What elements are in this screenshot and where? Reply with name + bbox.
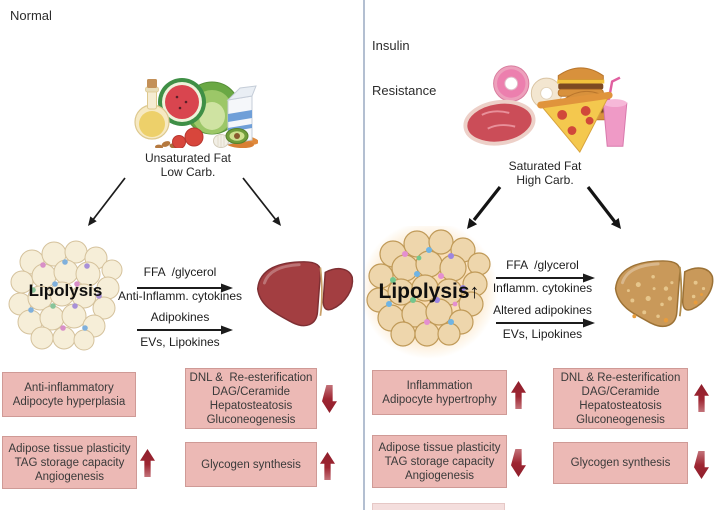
right-signal-cytokines: Inflamm. cytokines: [492, 281, 593, 295]
left-signal-adipokines: Adipokines: [150, 310, 210, 324]
right-box-adipose-outcome: Inflammation Adipocyte hypertrophy: [372, 370, 507, 415]
right-box-plasticity: Adipose tissue plasticity TAG storage ca…: [372, 435, 507, 488]
right-signal-adipokines: Altered adipokines: [493, 303, 592, 317]
change-indicator-arrow: [320, 452, 335, 480]
lipolysis-text: Lipolysis: [378, 280, 470, 303]
box-line: DAG/Ceramide: [581, 385, 660, 398]
box-line: Gluconeogenesis: [206, 413, 296, 426]
left-box-adipose-outcome: Anti-inflammatory Adipocyte hyperplasia: [2, 372, 136, 417]
change-indicator-arrow: [511, 381, 526, 409]
right-food-caption-line2: High Carb.: [516, 173, 574, 187]
right-signal-arrow-1: [496, 273, 595, 283]
panel-divider: [363, 0, 365, 510]
lipolysis-text: Lipolysis: [28, 281, 103, 300]
box-line: TAG storage capacity: [384, 455, 495, 468]
change-indicator-arrow: [140, 449, 155, 477]
right-lipolysis-label: Lipolysis↑: [368, 280, 490, 304]
box-line: Adipose tissue plasticity: [8, 442, 131, 455]
left-food-caption: Unsaturated Fat Low Carb.: [118, 151, 258, 179]
right-signal-arrow-2: [496, 318, 595, 328]
right-box-liver-outcome: DNL & Re-esterification DAG/Ceramide Hep…: [553, 368, 688, 429]
adipose-tissue-illustration: [8, 240, 123, 351]
box-line: Inflammation: [406, 379, 473, 392]
left-lipolysis-label: Lipolysis: [8, 281, 123, 301]
box-line: DNL & Re-esterification: [189, 371, 313, 384]
left-signal-arrow-2: [137, 325, 233, 335]
box-line: DNL & Re-esterification: [560, 371, 681, 384]
box-line: Adipocyte hyperplasia: [12, 395, 126, 408]
right-signal-evs: EVs, Lipokines: [502, 327, 583, 341]
box-line: Angiogenesis: [404, 469, 475, 482]
box-line: Glycogen synthesis: [570, 457, 671, 469]
box-line: Hepatosteatosis: [209, 399, 293, 412]
fatty-liver-illustration: [614, 260, 714, 327]
right-box-glycogen: Glycogen synthesis: [553, 442, 688, 484]
box-line: DAG/Ceramide: [212, 385, 290, 398]
box-line: Hepatosteatosis: [579, 399, 662, 412]
left-signal-cytokines: Anti-Inflamm. cytokines: [117, 289, 243, 303]
right-food-caption-line1: Saturated Fat: [508, 159, 582, 173]
left-signal-arrow-1: [137, 283, 233, 293]
left-box-plasticity: Adipose tissue plasticity TAG storage ca…: [2, 436, 137, 489]
box-line: Anti-inflammatory: [24, 381, 114, 394]
left-signal-evs: EVs, Lipokines: [140, 335, 220, 349]
left-branch-arrows: [88, 177, 281, 226]
junk-food-illustration: [463, 65, 628, 153]
box-line: TAG storage capacity: [14, 456, 125, 469]
change-indicator-arrow: [322, 385, 337, 413]
lipolysis-up-arrow: ↑: [469, 281, 480, 303]
right-title-line2: Resistance: [372, 83, 437, 98]
inflamed-adipose-tissue-illustration: [363, 226, 498, 359]
change-indicator-arrow: [511, 449, 526, 477]
healthy-food-illustration: [134, 78, 258, 148]
box-line: Adipocyte hypertrophy: [382, 393, 497, 406]
change-indicator-arrow: [694, 384, 709, 412]
box-line: Angiogenesis: [34, 470, 105, 483]
box-line: Adipose tissue plasticity: [378, 441, 501, 454]
change-indicator-arrow: [694, 451, 709, 479]
right-food-caption: Saturated Fat High Carb.: [470, 159, 620, 187]
left-panel-title: Normal: [10, 8, 52, 23]
healthy-liver-illustration: [256, 261, 354, 327]
left-signal-ffa: FFA /glycerol: [143, 265, 217, 279]
box-line: Glycogen synthesis: [201, 458, 301, 471]
left-box-glycogen: Glycogen synthesis: [185, 442, 317, 487]
right-panel-title: Insulin Resistance: [372, 8, 436, 128]
cutoff-box: [372, 503, 505, 510]
right-branch-arrows: [467, 186, 621, 229]
left-food-caption-line1: Unsaturated Fat: [144, 151, 232, 165]
left-food-caption-line2: Low Carb.: [160, 165, 216, 179]
right-title-line1: Insulin: [372, 38, 410, 53]
right-signal-ffa: FFA /glycerol: [506, 258, 579, 272]
box-line: Gluconeogenesis: [576, 413, 665, 426]
left-box-liver-outcome: DNL & Re-esterification DAG/Ceramide Hep…: [185, 368, 317, 429]
